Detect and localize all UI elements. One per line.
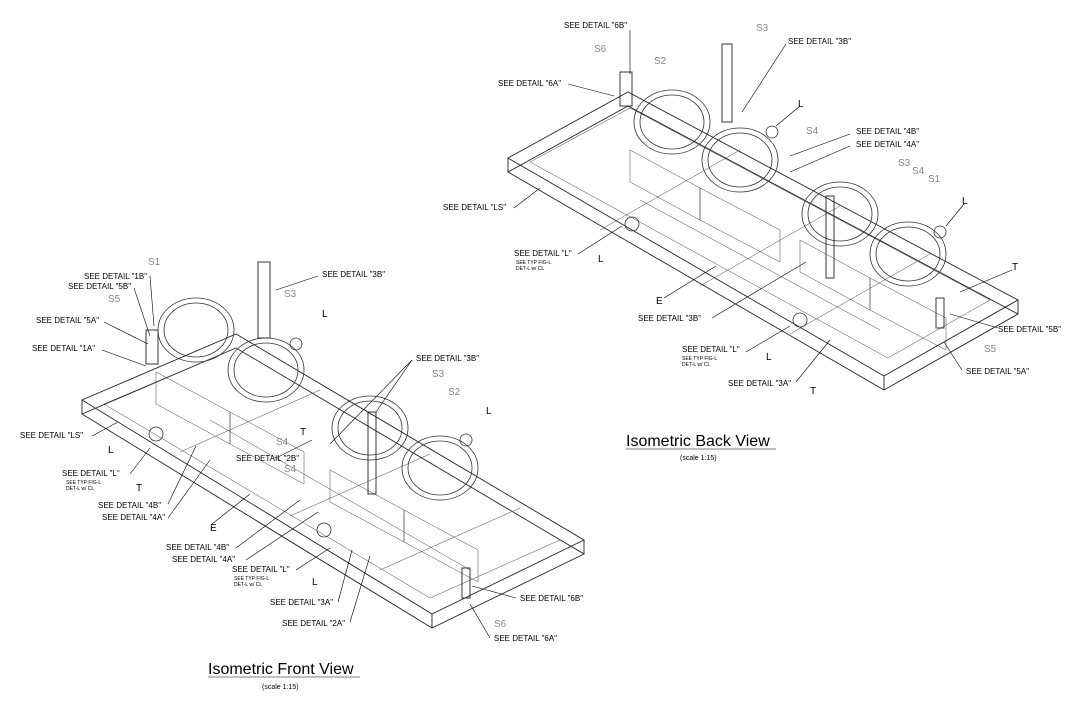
back-mark-s2: S2 xyxy=(654,56,667,67)
back-mark-l4: L xyxy=(766,352,772,363)
back-callout-l-2: SEE DETAIL "L" xyxy=(682,345,740,354)
front-callout-4a: SEE DETAIL "4A" xyxy=(102,513,165,522)
front-mark-e: E xyxy=(210,523,217,534)
back-mark-s3: S3 xyxy=(898,158,911,169)
back-mark-e: E xyxy=(656,296,663,307)
front-mark-s1: S1 xyxy=(148,257,161,268)
front-callout-2b: SEE DETAIL "2B" xyxy=(236,454,299,463)
front-mark-l1: L xyxy=(322,309,328,320)
front-callout-5b: SEE DETAIL "5B" xyxy=(68,282,131,291)
back-view-drawing xyxy=(507,43,1019,391)
front-callout-6a: SEE DETAIL "6A" xyxy=(494,634,557,643)
front-mark-l2: L xyxy=(108,445,114,456)
back-mark-l2: L xyxy=(962,196,968,207)
back-mark-l3: L xyxy=(598,254,604,265)
front-callout-l-note: SEE TYP FIG-L xyxy=(66,480,101,486)
back-view-scale: (scale 1:15) xyxy=(680,455,717,462)
front-mark-s6: S6 xyxy=(494,619,507,630)
back-callout-l2-note: SEE TYP FIG-L xyxy=(682,356,717,362)
back-mark-t1: T xyxy=(1012,262,1018,273)
front-callout-l-2: SEE DETAIL "L" xyxy=(232,565,290,574)
back-callout-3b-bottom: SEE DETAIL "3B" xyxy=(638,314,701,323)
front-callout-2a: SEE DETAIL "2A" xyxy=(282,619,345,628)
front-mark-s3: S3 xyxy=(284,289,297,300)
front-mark-s5: S5 xyxy=(108,294,121,305)
back-mark-s4: S4 xyxy=(806,126,819,137)
back-callout-l-note2: DET-L w/ CL xyxy=(516,266,544,272)
back-callout-6b: SEE DETAIL "6B" xyxy=(564,21,627,30)
back-callout-ls: SEE DETAIL "LS" xyxy=(443,203,506,212)
back-callout-l-note: SEE TYP FIG-L xyxy=(516,260,551,266)
front-view-scale: (scale 1:15) xyxy=(262,684,299,691)
front-callout-3a: SEE DETAIL "3A" xyxy=(270,598,333,607)
front-callout-ls: SEE DETAIL "LS" xyxy=(20,431,83,440)
front-mark-s3b: S3 xyxy=(432,369,445,380)
back-callout-6a: SEE DETAIL "6A" xyxy=(498,79,561,88)
front-callout-l2-note2: DET-L w/ CL xyxy=(234,582,262,588)
front-mark-t1: T xyxy=(136,483,142,494)
front-callout-4b-2: SEE DETAIL "4B" xyxy=(166,543,229,552)
back-mark-t2: T xyxy=(810,386,816,397)
back-callout-5a: SEE DETAIL "5A" xyxy=(966,367,1029,376)
back-mark-l1: L xyxy=(798,99,804,110)
front-callout-4b: SEE DETAIL "4B" xyxy=(98,501,161,510)
back-view-title: Isometric Back View xyxy=(626,433,770,450)
back-mark-s6b: S6 xyxy=(594,44,607,55)
front-callout-6b: SEE DETAIL "6B" xyxy=(520,594,583,603)
front-mark-l3: L xyxy=(486,406,492,417)
front-callout-1b: SEE DETAIL "1B" xyxy=(84,272,147,281)
back-mark-s1: S1 xyxy=(928,174,941,185)
back-callout-4a: SEE DETAIL "4A" xyxy=(856,140,919,149)
leader-lines xyxy=(91,30,1013,639)
back-callout-3a: SEE DETAIL "3A" xyxy=(728,379,791,388)
front-callout-3b-top: SEE DETAIL "3B" xyxy=(322,270,385,279)
front-mark-l4: L xyxy=(312,577,318,588)
front-mark-s2: S2 xyxy=(448,387,461,398)
front-mark-s4b: S4 xyxy=(284,464,297,475)
front-callout-l: SEE DETAIL "L" xyxy=(62,469,120,478)
back-mark-s4b: S4 xyxy=(912,166,925,177)
front-mark-t2: T xyxy=(300,427,306,438)
front-callout-4a-2: SEE DETAIL "4A" xyxy=(172,555,235,564)
back-callout-l2-note2: DET-L w/ CL xyxy=(682,362,710,368)
front-view-title: Isometric Front View xyxy=(208,661,354,678)
back-mark-s5: S5 xyxy=(984,344,997,355)
front-callout-l2-note: SEE TYP FIG-L xyxy=(234,576,269,582)
front-mark-s4: S4 xyxy=(276,437,289,448)
back-mark-s6: S3 xyxy=(756,23,769,34)
front-callout-l-note2: DET-L w/ CL xyxy=(66,486,94,492)
back-callout-5b: SEE DETAIL "5B" xyxy=(998,325,1061,334)
back-callout-3b-top: SEE DETAIL "3B" xyxy=(788,37,851,46)
back-callout-4b: SEE DETAIL "4B" xyxy=(856,127,919,136)
front-view-drawing xyxy=(81,261,585,629)
front-callout-1a: SEE DETAIL "1A" xyxy=(32,344,95,353)
front-callout-3b-mid: SEE DETAIL "3B" xyxy=(416,354,479,363)
front-callout-5a: SEE DETAIL "5A" xyxy=(36,316,99,325)
back-callout-l: SEE DETAIL "L" xyxy=(514,249,572,258)
